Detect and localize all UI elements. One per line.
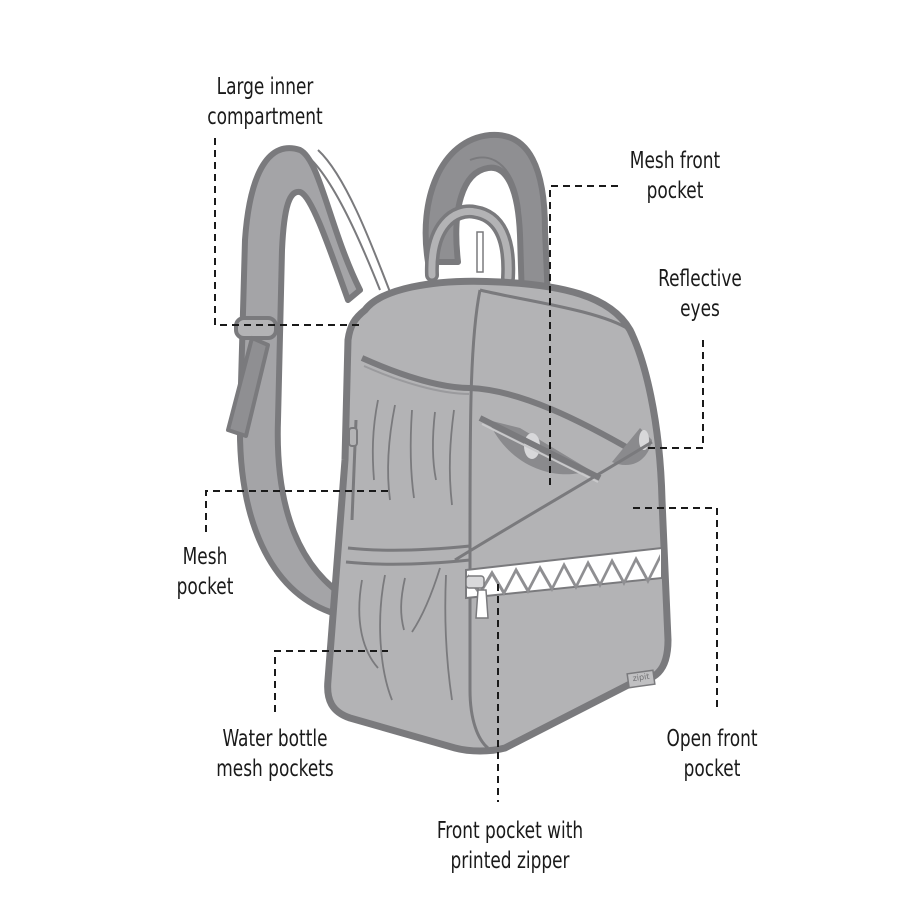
callout-mesh-front-pocket: Mesh front pocket [589, 146, 761, 206]
leader-reflective-eyes [643, 340, 704, 449]
water-bottle-pocket-shape [358, 567, 453, 701]
near-shoulder-strap [226, 145, 391, 615]
callout-line: Open front [666, 726, 758, 752]
backpack-body [324, 277, 672, 755]
leader-mesh-pocket [205, 490, 392, 532]
leader-mesh-front-pocket [549, 185, 618, 485]
leader-water-bottle [274, 650, 388, 712]
callout-line: Large inner [216, 74, 314, 100]
callout-large-inner-compartment: Large inner compartment [163, 72, 368, 132]
callout-line: Front pocket with [436, 818, 584, 844]
callout-line: Mesh [182, 544, 228, 570]
callout-line: pocket [646, 178, 704, 204]
callout-line: Mesh front [629, 148, 721, 174]
callout-water-bottle-mesh-pockets: Water bottle mesh pockets [189, 724, 361, 784]
callout-line: eyes [680, 296, 720, 322]
side-band [345, 544, 471, 566]
callout-line: Reflective [658, 266, 742, 292]
far-shoulder-strap [422, 131, 551, 303]
callout-line: mesh pockets [216, 756, 334, 782]
callout-open-front-pocket: Open front pocket [630, 724, 794, 784]
callout-line: pocket [176, 574, 234, 600]
leader-open-front-pocket [633, 507, 718, 710]
callout-line: pocket [683, 756, 741, 782]
callout-front-pocket-printed-zipper: Front pocket with printed zipper [412, 816, 609, 876]
callout-line: printed zipper [450, 848, 570, 874]
leader-lines [205, 138, 718, 802]
mesh-pocket-shape [360, 355, 642, 506]
leader-large-inner-compartment [214, 138, 362, 326]
brand-badge [626, 669, 656, 689]
printed-zipper [465, 546, 663, 619]
reflective-eyes-shape [454, 415, 653, 562]
callout-reflective-eyes: Reflective eyes [618, 264, 782, 324]
top-handle [424, 204, 516, 285]
callout-line: compartment [207, 104, 323, 130]
callout-mesh-pocket: Mesh pocket [144, 542, 267, 602]
callout-line: Water bottle [222, 726, 328, 752]
